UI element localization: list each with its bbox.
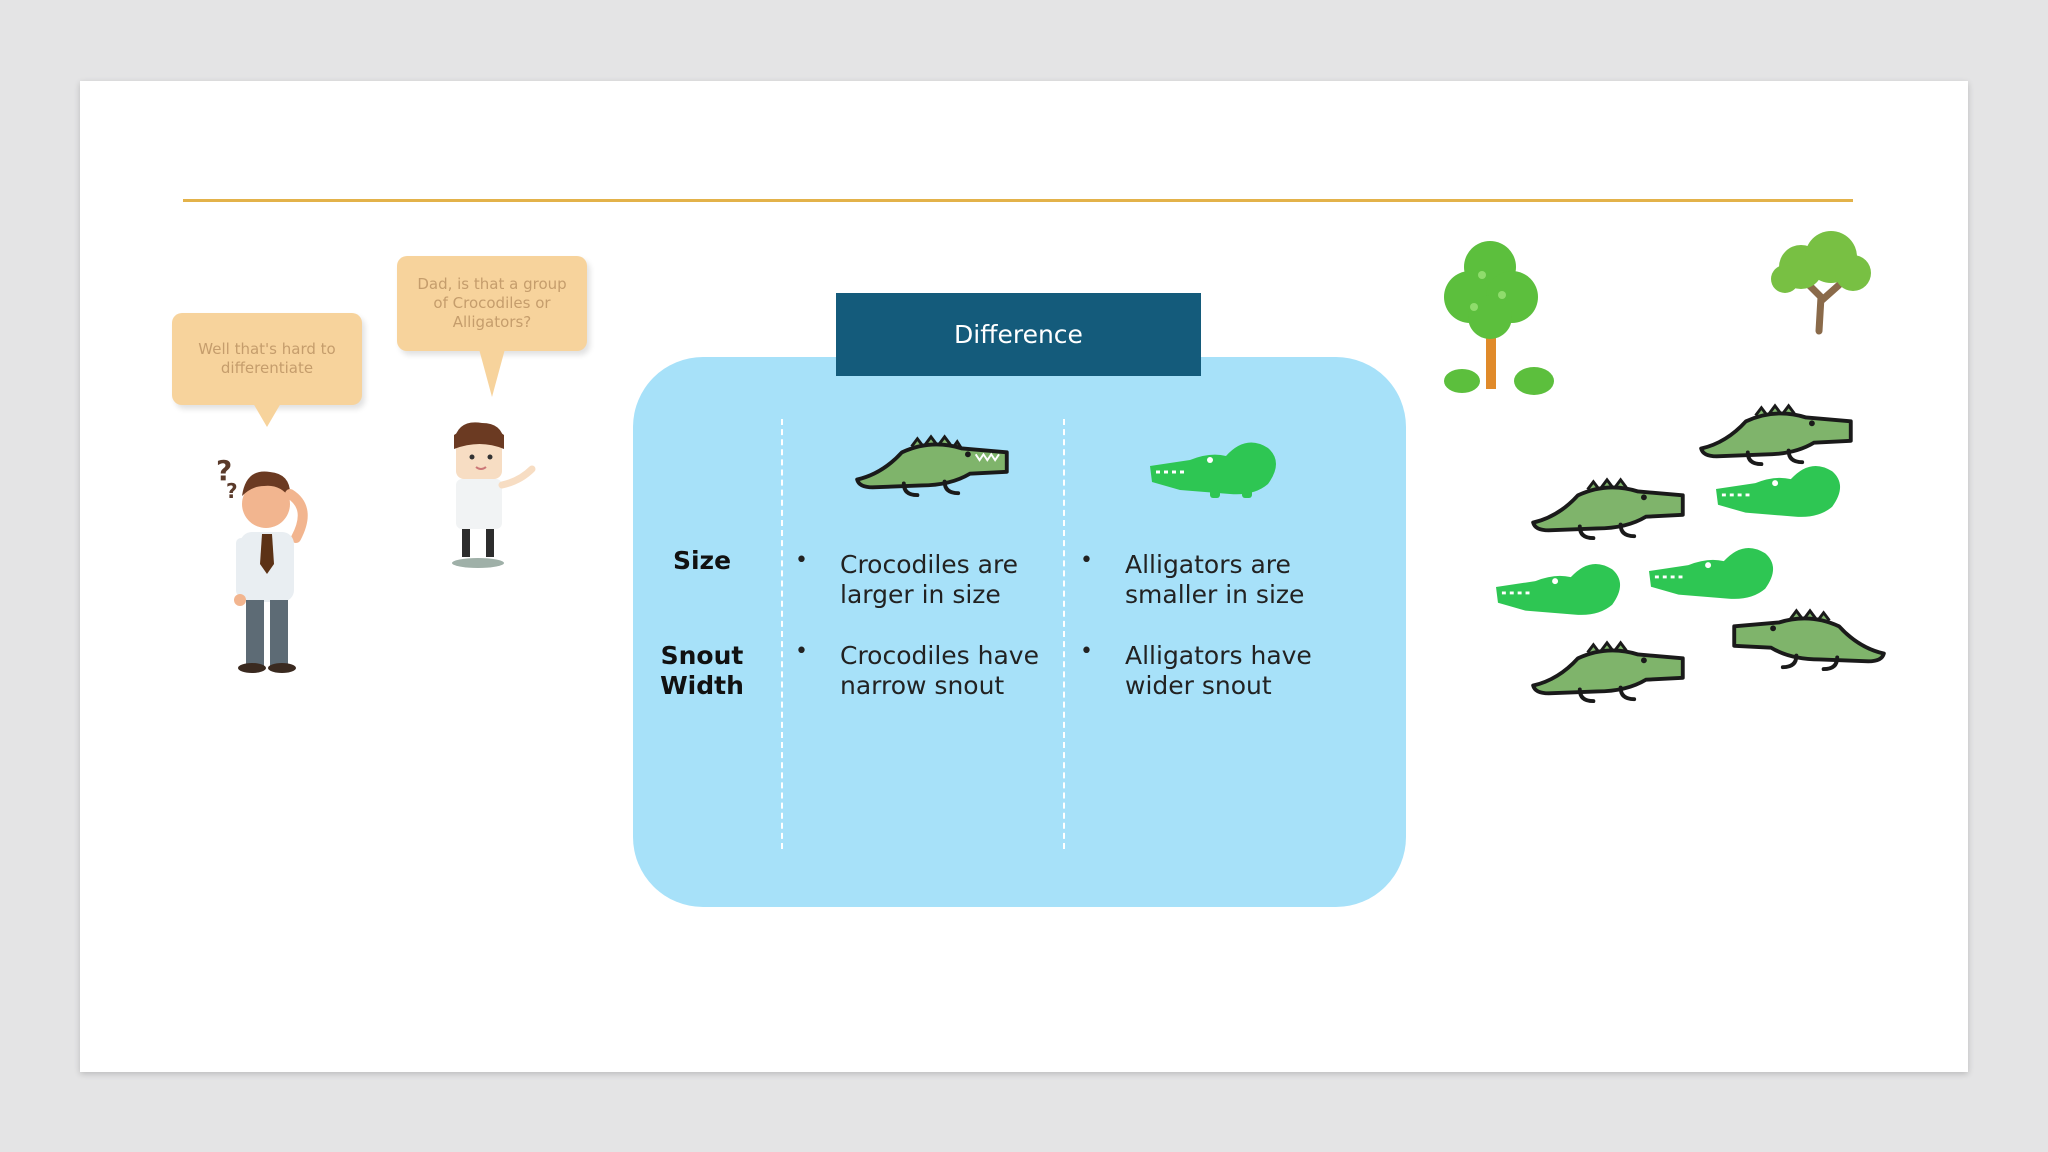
crocodile-snout-text: Crocodiles have narrow snout <box>840 641 1039 700</box>
alligator-snout-text: Alligators have wider snout <box>1125 641 1312 700</box>
child-speech-bubble: Dad, is that a group of Crocodiles or Al… <box>397 256 587 351</box>
bullet: • <box>1080 639 1093 664</box>
father-figure: ? ? <box>216 454 308 673</box>
alligator-size-text: Alligators are smaller in size <box>1125 550 1305 609</box>
alligator-icon <box>1649 547 1774 599</box>
svg-text:?: ? <box>226 479 238 503</box>
bullet: • <box>795 639 808 664</box>
crocodile-size-text: Crocodiles are larger in size <box>840 550 1019 609</box>
child-speech-text: Dad, is that a group of Crocodiles or Al… <box>417 275 567 331</box>
bullet: • <box>1080 548 1093 573</box>
father-speech-text: Well that's hard to differentiate <box>198 340 336 377</box>
alligator-icon <box>1496 563 1621 615</box>
tree-icon <box>1444 241 1554 395</box>
crocodile-icon <box>1531 640 1685 704</box>
crocodile-icon <box>1732 608 1886 672</box>
alligator-icon <box>1150 442 1276 498</box>
row-label-snout-width: Snout Width <box>660 641 744 700</box>
column-divider-2 <box>1063 419 1065 849</box>
crocodile-icon <box>1531 477 1685 541</box>
tree-icon <box>1771 231 1871 335</box>
crocodile-icon <box>855 434 1009 498</box>
alligator-icon <box>1716 465 1841 517</box>
difference-header: Difference <box>836 293 1201 376</box>
svg-text:?: ? <box>216 454 232 487</box>
bullet: • <box>795 548 808 573</box>
row-label-size: Size <box>672 546 732 575</box>
child-figure <box>452 422 536 568</box>
column-divider-1 <box>781 419 783 849</box>
comparison-panel <box>633 357 1406 907</box>
slide: Well that's hard to differentiate Dad, i… <box>80 81 1968 1072</box>
father-speech-bubble: Well that's hard to differentiate <box>172 313 362 405</box>
top-rule <box>183 199 1853 202</box>
crocodile-icon <box>1699 403 1853 467</box>
